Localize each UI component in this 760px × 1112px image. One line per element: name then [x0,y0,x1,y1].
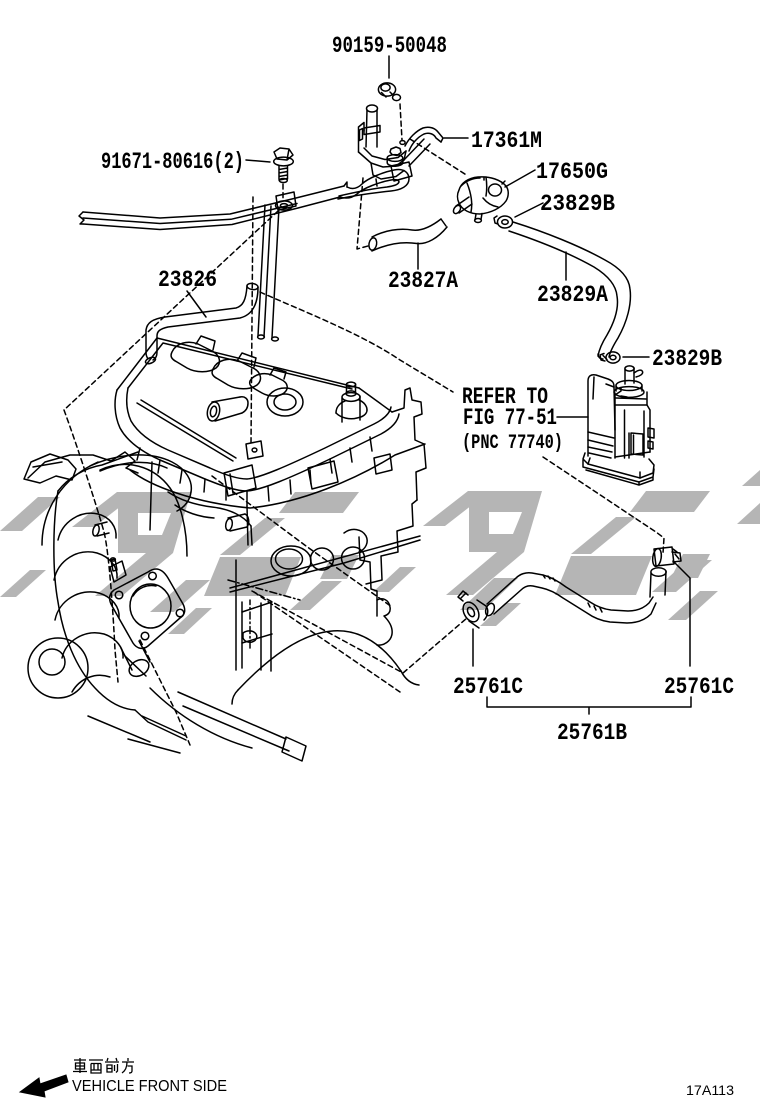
svg-text:17A113: 17A113 [686,1082,734,1098]
svg-text:23829B: 23829B [540,191,615,217]
svg-text:23829A: 23829A [537,282,608,308]
svg-text:FIG 77-51: FIG 77-51 [463,405,557,431]
svg-text:25761B: 25761B [557,720,627,746]
svg-text:25761C: 25761C [664,674,734,700]
svg-text:90159-50048: 90159-50048 [332,33,447,59]
svg-text:25761C: 25761C [453,674,523,700]
svg-text:(PNC 77740): (PNC 77740) [462,432,563,455]
svg-text:REFER TO: REFER TO [462,384,548,410]
svg-text:23827A: 23827A [388,268,458,294]
svg-text:17361M: 17361M [471,128,542,154]
svg-text:91671-80616(2): 91671-80616(2) [101,149,244,175]
svg-text:VEHICLE FRONT SIDE: VEHICLE FRONT SIDE [72,1078,227,1095]
svg-text:23826: 23826 [158,267,217,293]
svg-text:17650G: 17650G [536,159,608,185]
svg-text:23829B: 23829B [652,346,722,372]
